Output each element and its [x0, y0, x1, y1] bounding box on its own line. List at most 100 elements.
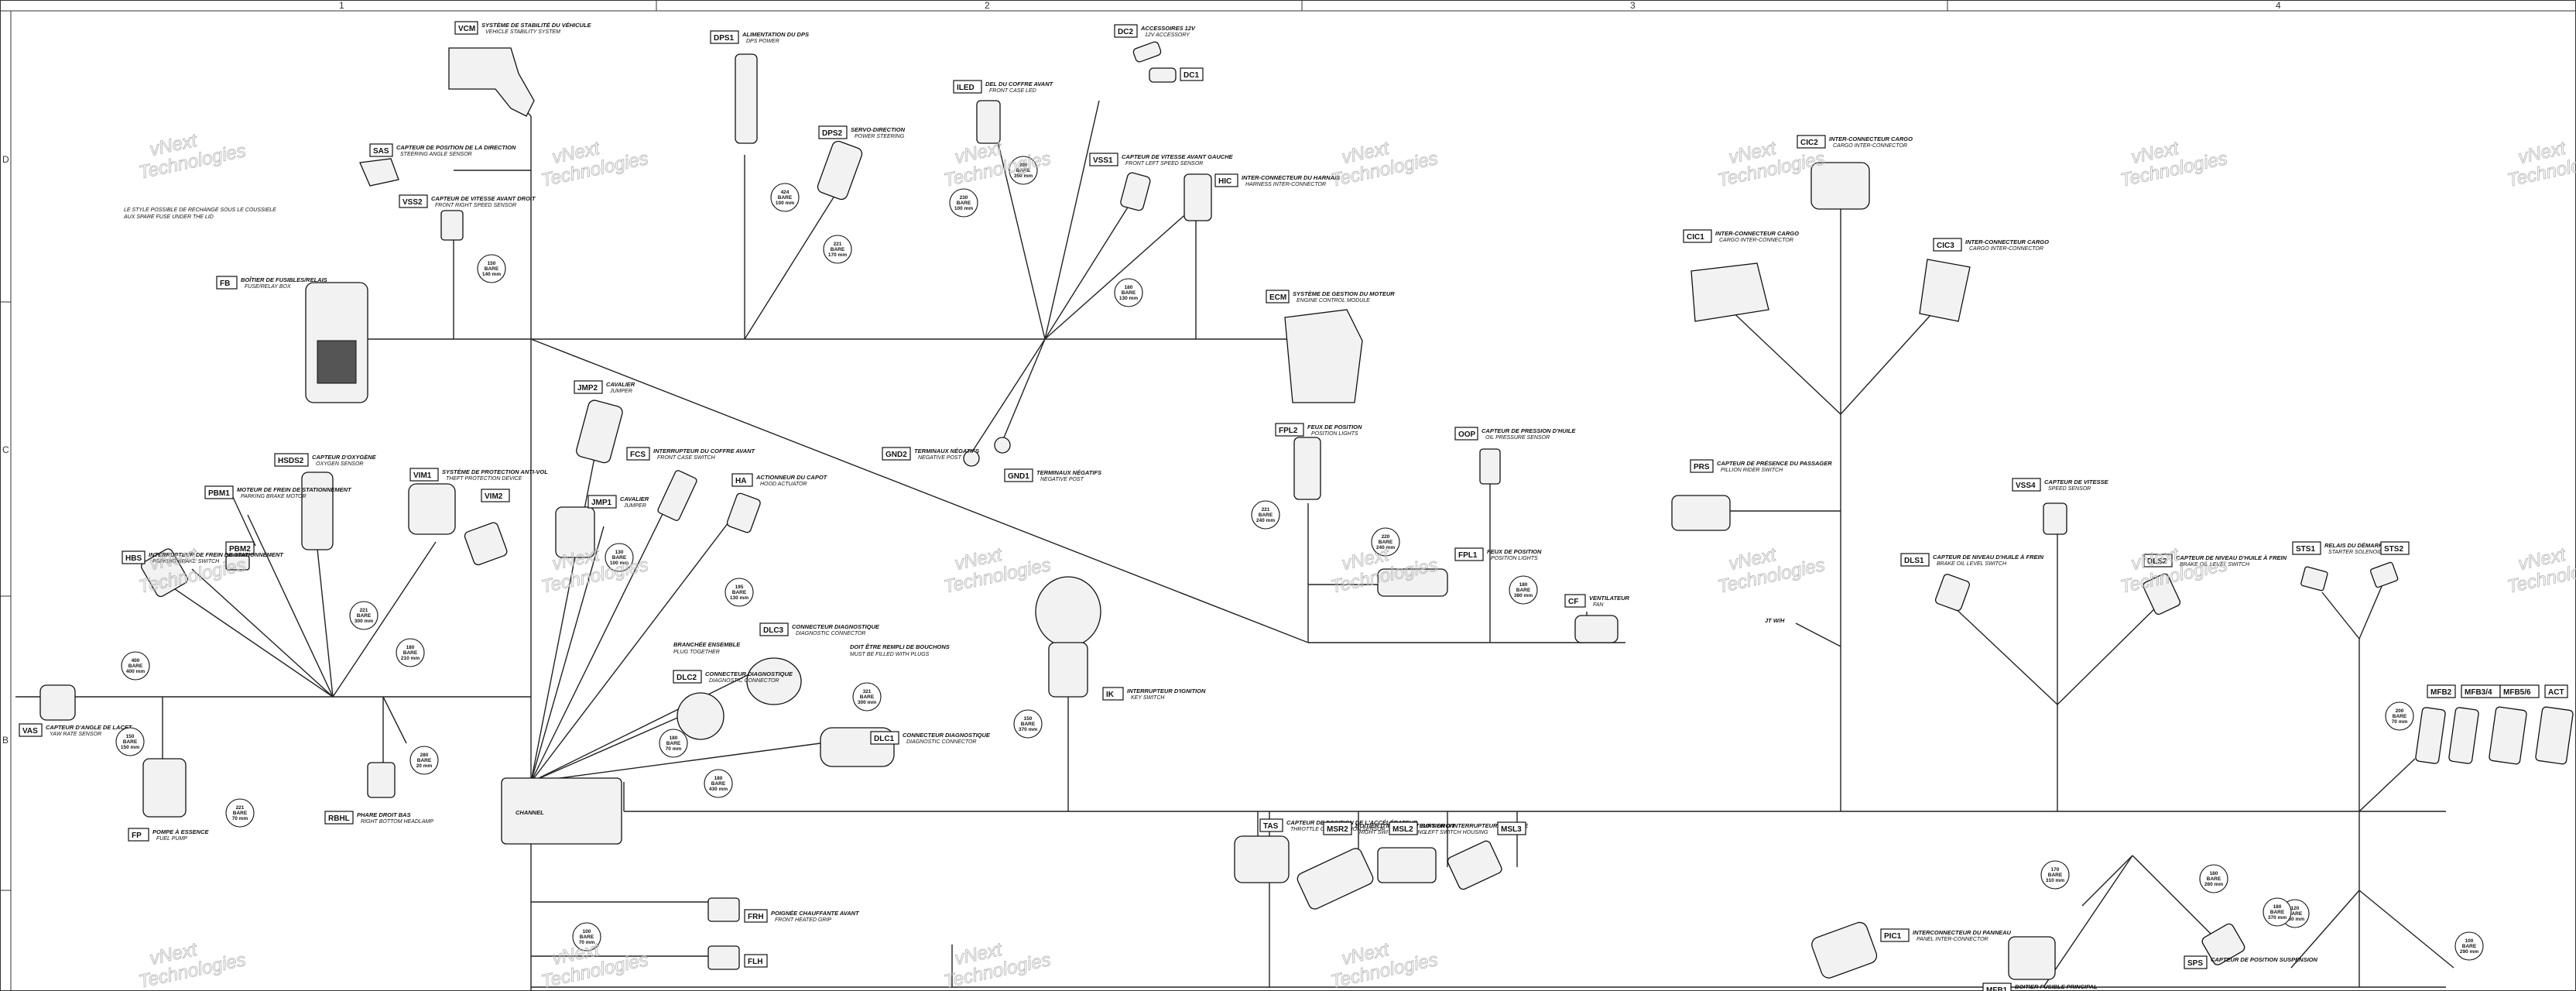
- connector-label-en: HARNESS INTER-CONNECTOR: [1245, 182, 1326, 187]
- bubble-text: 70 mm: [666, 746, 682, 752]
- connector-code: CIC2: [1800, 139, 1818, 147]
- connector-label-en: NEGATIVE POST: [1040, 477, 1084, 482]
- connector-code: SPS: [2187, 959, 2203, 968]
- bubble-text: 100 mm: [776, 201, 794, 206]
- bubble-text: BARE: [485, 266, 499, 272]
- bubble-text: 150: [1024, 716, 1033, 722]
- vcm-component: [448, 47, 535, 117]
- vim2-component: [464, 522, 508, 566]
- connector-label-fr: CAPTEUR DE POSITION SUSPENSION: [2211, 956, 2318, 963]
- connector-label-fr: FEUX DE POSITION: [1307, 423, 1362, 430]
- connector-label-fr: CAPTEUR DE POSITION DE L'ACCÉLÉRATEUR: [1286, 819, 1418, 826]
- dlc-note: DOIT ÊTRE REMPLI DE BOUCHONS: [850, 643, 950, 650]
- bubble-text: 290 mm: [2460, 949, 2478, 955]
- connector-label-en: VEHICLE STABILITY SYSTEM: [485, 29, 560, 35]
- bubble-text: BARE: [612, 555, 627, 561]
- connector-code-box: [2143, 554, 2173, 568]
- components: [39, 41, 2574, 980]
- connector-msl3: MSL3: [1497, 821, 1526, 835]
- bubble-text: BARE: [711, 781, 726, 787]
- bubble-text: 221: [1262, 507, 1270, 513]
- connector-code: DLS1: [1904, 557, 1924, 565]
- connector-code-box: [122, 550, 146, 564]
- bubble-text: 221: [236, 805, 245, 811]
- bubble-text: BARE: [2462, 944, 2477, 949]
- connector-code: CIC3: [1937, 242, 1954, 250]
- vss4-component: [2043, 502, 2067, 535]
- connector-label-fr: CAPTEUR DE VITESSE: [2044, 478, 2109, 485]
- iled-component: [976, 100, 1001, 144]
- bubble-text: BARE: [2207, 876, 2221, 882]
- connector-code-box: [1266, 290, 1290, 303]
- bubble-text: BARE: [580, 934, 594, 940]
- connector-label-en: NEGATIVE POST: [918, 455, 962, 461]
- connector-flh: FLH: [744, 954, 768, 968]
- bubble-text: BARE: [1122, 290, 1136, 296]
- act-component: [2201, 923, 2245, 965]
- connector-code-box: [818, 125, 848, 139]
- bubble-text: 200: [2396, 708, 2404, 714]
- bubble-text: 170: [2051, 867, 2060, 873]
- bubble-text: 424: [781, 190, 790, 195]
- bubble-text: 180: [714, 776, 723, 781]
- bubble-text: 130 mm: [1119, 296, 1138, 301]
- connector-code: JMP2: [577, 384, 598, 393]
- connector-code-box: [204, 485, 234, 499]
- connector-label-fr: INTERRUPTEUR DU COFFRE AVANT: [653, 447, 756, 454]
- msl2-component: [1377, 847, 1437, 883]
- bubble-text: 260 mm: [2204, 882, 2223, 887]
- connector-code-box: [2427, 684, 2456, 698]
- connector-code: VCM: [458, 25, 475, 33]
- connector-label-en: JUMPER: [623, 503, 646, 509]
- connector-pbm2: PBM2: [225, 541, 255, 555]
- grid-row-b: B: [2, 735, 9, 746]
- connector-label-fr: CONNECTEUR DIAGNOSTIQUE: [792, 623, 880, 630]
- connector-code-box: [710, 30, 739, 44]
- connector-code-box: [369, 143, 393, 157]
- bubble-text: BARE: [860, 694, 875, 700]
- dc1-component: [1149, 67, 1177, 83]
- flh-component: [707, 945, 740, 970]
- pbm2-component: [225, 555, 250, 571]
- connector-label-fr: RELAIS DU DÉMARREUR: [2324, 542, 2396, 549]
- bubble-text: 300 mm: [858, 700, 876, 705]
- connector-code: MFB1: [1986, 986, 2008, 991]
- connector-label-en: 12V ACCESSORY: [1145, 33, 1190, 38]
- connector-code-box: [587, 495, 617, 509]
- connector-label-fr: INTER-CONNECTEUR CARGO: [1829, 135, 1913, 142]
- connector-code-box: [2380, 541, 2410, 555]
- bubble-text: 240 mm: [1376, 545, 1395, 550]
- connector-code: MSL2: [1392, 825, 1413, 834]
- connector-label-fr: INTER-CONNECTEUR DU HARNAIS: [1242, 174, 1340, 181]
- connector-label-fr: INTER-CONNECTEUR CARGO: [1715, 230, 1799, 237]
- fb-note: LE STYLE POSSIBLE DE RECHANGE SOUS LE CO…: [124, 207, 276, 213]
- connector-code: DLC1: [874, 735, 895, 743]
- bubble-text: 260 mm: [2286, 917, 2304, 922]
- connector-label-fr: FEUX DE POSITION: [1487, 548, 1542, 555]
- connector-label-fr: INTERCONNECTEUR DU PANNEAU: [1913, 929, 2012, 936]
- jt-label: JT W/H: [1765, 617, 1785, 624]
